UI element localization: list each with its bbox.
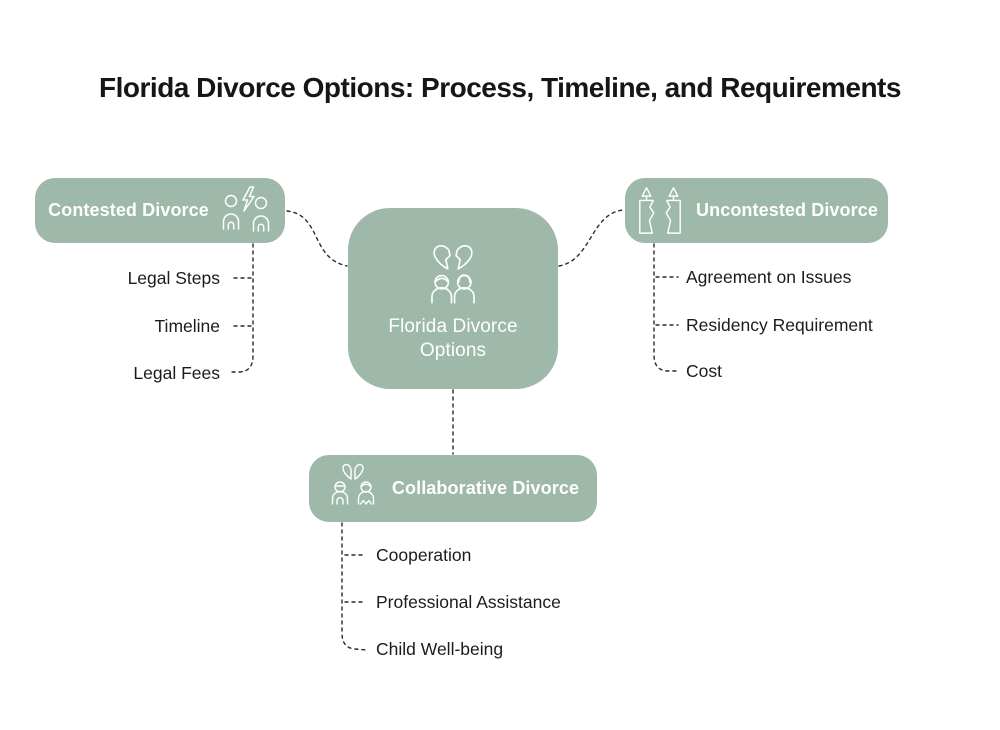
node-collaborative-divorce: Collaborative Divorce [309,455,597,522]
connector-contested-to-center [286,210,348,267]
branch-item-legal-fees: Legal Fees [133,363,220,383]
cooperative-couple-icon [331,463,375,505]
branch-item-legal-steps: Legal Steps [127,268,220,288]
connector-uncontested-branch-line [653,243,680,372]
broken-candles-icon [639,186,681,234]
collaborative-divorce-label: Collaborative Divorce [391,478,580,498]
branch-item-agreement-on-issues: Agreement on Issues [686,267,852,287]
node-contested-divorce: Contested Divorce [35,178,285,243]
broken-heart-couple-icon [431,244,475,304]
uncontested-divorce-label: Uncontested Divorce [696,200,878,220]
branch-item-child-well-being: Child Well-being [376,639,504,659]
contested-divorce-label: Contested Divorce [48,200,209,220]
node-uncontested-divorce: Uncontested Divorce [625,178,888,243]
branch-item-cost: Cost [686,361,722,381]
arguing-couple-icon [222,185,270,232]
florida-divorce-options-label: Florida Divorce Options [388,315,518,361]
branch-item-timeline: Timeline [154,316,220,336]
branch-item-professional-assistance: Professional Assistance [376,592,561,612]
connector-collaborative-branch-line [341,522,368,651]
page-title: Florida Divorce Options: Process, Timeli… [99,72,901,103]
connector-center-to-uncontested [558,209,624,267]
branch-item-cooperation: Cooperation [376,545,472,565]
node-florida-divorce-options: Florida Divorce Options [348,208,558,389]
connector-contested-branch-line [228,243,254,373]
branch-item-residency-requirement: Residency Requirement [686,315,873,335]
